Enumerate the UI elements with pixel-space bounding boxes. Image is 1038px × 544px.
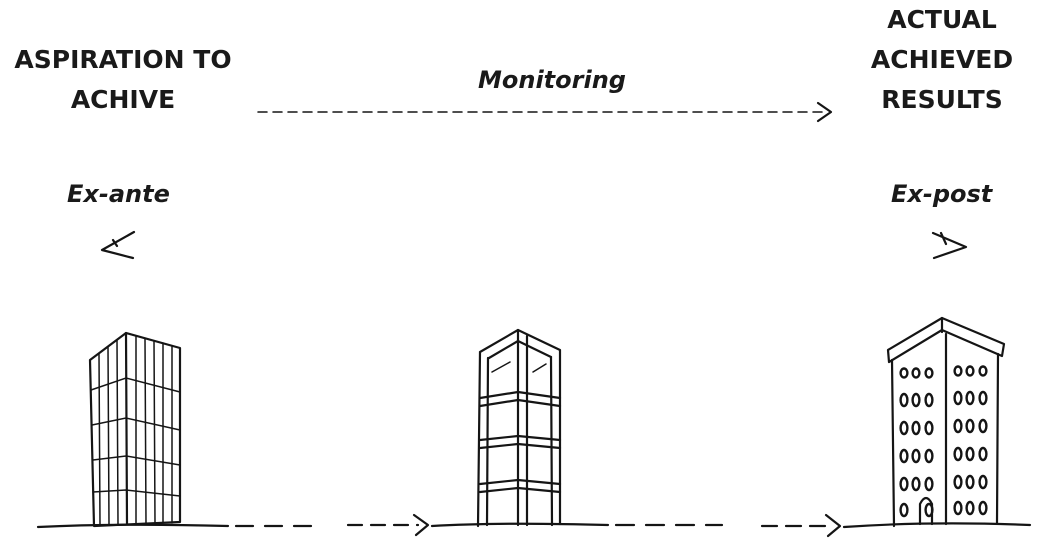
ground-line (36, 513, 1032, 538)
window-oval (899, 392, 909, 408)
window-oval (899, 448, 909, 464)
window-oval (978, 446, 988, 462)
window-oval (965, 390, 975, 406)
window-oval (965, 500, 975, 516)
window-oval (965, 446, 975, 462)
ex-post-eye-icon (931, 231, 968, 260)
window-oval (953, 474, 963, 490)
window-oval (965, 365, 975, 377)
window-oval (899, 476, 909, 492)
window-oval (924, 392, 934, 408)
window-oval (924, 367, 934, 379)
window-oval (978, 390, 988, 406)
window-oval (911, 392, 921, 408)
window-oval (899, 367, 909, 379)
window-oval (978, 418, 988, 434)
window-oval (978, 500, 988, 516)
window-oval (899, 502, 909, 518)
window-oval (978, 474, 988, 490)
window-oval (911, 367, 921, 379)
window-oval (953, 365, 963, 377)
window-oval (978, 365, 988, 377)
ex-ante-label: Ex-ante (67, 180, 170, 208)
window-oval (965, 418, 975, 434)
window-oval (953, 446, 963, 462)
monitoring-arrow (257, 101, 833, 123)
glass-tower-building (88, 331, 182, 528)
aspiration-label: ASPIRATION TO ACHIVE (14, 45, 232, 114)
window-oval (911, 476, 921, 492)
window-oval (924, 448, 934, 464)
ex-post-label: Ex-post (891, 180, 993, 208)
window-oval (911, 448, 921, 464)
window-oval (924, 420, 934, 436)
window-oval (965, 474, 975, 490)
frame-tower-building (476, 328, 562, 528)
finished-building (886, 316, 1006, 528)
monitoring-label: Monitoring (478, 66, 626, 94)
window-oval (953, 418, 963, 434)
ex-ante-eye-icon (100, 230, 136, 260)
window-oval (924, 476, 934, 492)
actual-results-label: ACTUAL ACHIEVED RESULTS (870, 5, 1014, 114)
window-oval (953, 390, 963, 406)
window-oval (911, 420, 921, 436)
window-oval (899, 420, 909, 436)
window-oval (953, 500, 963, 516)
